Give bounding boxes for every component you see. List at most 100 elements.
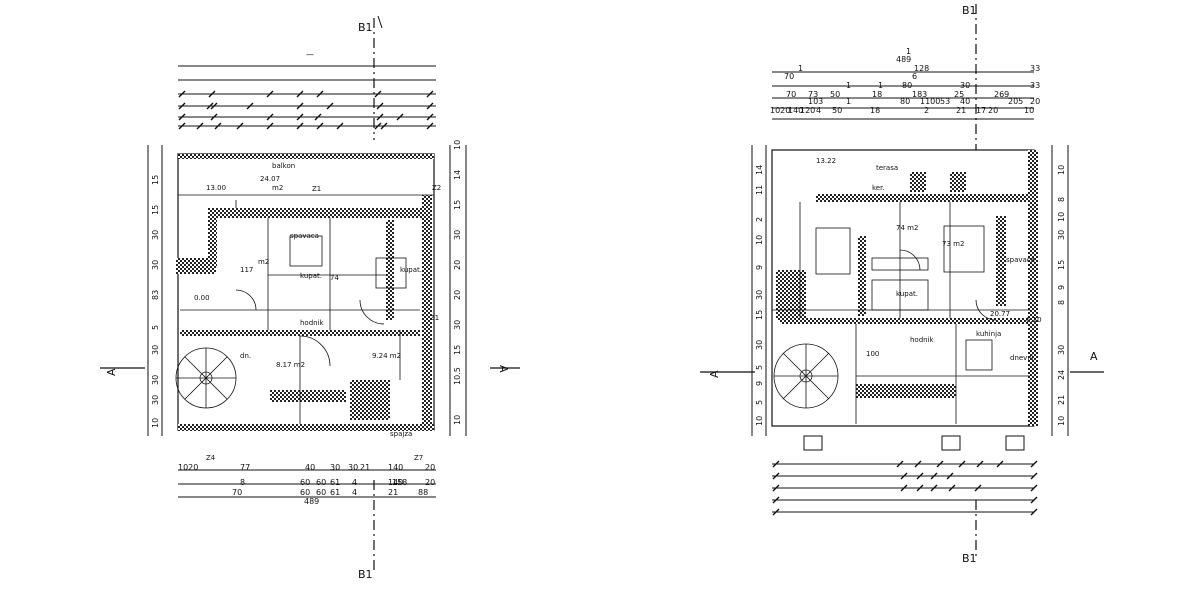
bottom-dimension-value: 8 (240, 478, 245, 487)
dimension-tick (266, 113, 274, 121)
dimension-tick (296, 102, 304, 110)
section-label-right-a-right: A (1090, 350, 1098, 363)
dimension-tick (426, 90, 434, 98)
top-dimension-value: 21 (956, 106, 966, 115)
left-dimension-value: 5 (755, 400, 764, 405)
room-label: Z2 (432, 184, 441, 192)
left-dimension-value: 9 (755, 381, 764, 386)
top-dimension-value: 30 (960, 81, 970, 90)
top-dimension-value: 6 (912, 72, 917, 81)
dimension-tick (236, 122, 244, 130)
dimension-tick (178, 102, 186, 110)
top-dimension-value: 1020 (770, 106, 790, 115)
dimension-tick (296, 113, 304, 121)
bottom-dimension-value: 1020 (178, 463, 198, 472)
bottom-dimension-value: 88 (418, 488, 428, 497)
section-marker-top-left: B1 (358, 15, 383, 140)
right-dimension-value: 15 (453, 345, 462, 355)
room-label: 74 (330, 274, 339, 282)
top-dimension-value: 1 (878, 81, 883, 90)
top-dimension-value: 25 (954, 90, 964, 99)
bottom-dimension-value: 4 (352, 478, 357, 487)
left-dimension-value: 5 (151, 325, 160, 330)
room-label: dnevni (1010, 354, 1034, 362)
dimension-tick (266, 90, 274, 98)
room-label: Z7 (414, 454, 423, 462)
dimension-tick (326, 102, 334, 110)
section-label-bottom-left: B1 (358, 568, 373, 581)
top-dimension-value: 128 (914, 64, 929, 73)
top-dimension-value: 103 (808, 97, 823, 106)
bottom-dimension-value: 60 (316, 488, 326, 497)
left-plan: B1 B1 A A — (100, 15, 520, 581)
section-marker-top-right: B1 (962, 4, 977, 150)
bottom-dimension-value: 4 (352, 488, 357, 497)
top-dimension-value: 120 (800, 106, 815, 115)
dimension-tick (214, 122, 222, 130)
right-dimension-value: 30 (1057, 230, 1066, 240)
left-dimension-value: 15 (755, 310, 764, 320)
dimension-tick (316, 90, 324, 98)
dimension-tick (376, 113, 384, 121)
right-wall-partition (996, 216, 1006, 306)
dimension-tick (896, 460, 904, 468)
dimension-tick (772, 508, 780, 516)
room-label: 117 (240, 266, 253, 274)
bottom-dimension-value: 20 (425, 463, 435, 472)
left-dimension-value: 5 (755, 365, 764, 370)
bottom-dimension-value: 21 (360, 463, 370, 472)
top-dimension-value: 1100 (920, 97, 940, 106)
section-label-top-left: B1 (358, 21, 373, 34)
right-dimension-value: 20 (453, 290, 462, 300)
right-dimension-value: 30 (453, 320, 462, 330)
left-wall-right (422, 195, 432, 425)
bottom-dimension-value: 60 (300, 478, 310, 487)
dimension-tick (946, 472, 954, 480)
left-dimension-value: 10 (151, 418, 160, 428)
room-label: ker. (872, 184, 885, 192)
right-wall-lower-strip (856, 384, 956, 398)
right-dimension-value: 15 (453, 200, 462, 210)
top-dimension-value: 73 (808, 90, 818, 99)
top-dimension-value: 1 (798, 64, 803, 73)
dimension-tick (396, 113, 404, 121)
dimension-tick (426, 113, 434, 121)
left-dimension-value: 30 (755, 290, 764, 300)
top-dimension-value: 140 (788, 106, 803, 115)
top-dimension-value: 489 (896, 55, 911, 64)
dimension-tick (426, 122, 434, 130)
section-label-top-right: B1 (962, 4, 977, 17)
dimension-tick (930, 484, 938, 492)
room-label: kupat. (896, 290, 918, 298)
room-label: 13.00 (206, 184, 226, 192)
left-wall-bottom-strip (270, 390, 346, 402)
dimension-tick (1030, 472, 1038, 480)
dimension-tick (916, 484, 924, 492)
section-label-left-a: A (105, 368, 118, 376)
left-dimension-value: 10 (755, 235, 764, 245)
room-label: 9.24 m2 (372, 352, 401, 360)
top-dimension-value: 269 (994, 90, 1009, 99)
left-dimension-value: 30 (151, 395, 160, 405)
top-dimension-value: 18 (870, 106, 880, 115)
room-label: m2 (272, 184, 283, 192)
dimension-tick (374, 90, 382, 98)
right-dimension-value: 30 (453, 230, 462, 240)
left-wall-inner-block (176, 258, 216, 274)
dimension-tick (1030, 484, 1038, 492)
room-label: Z1 (312, 185, 321, 193)
left-wall-top (178, 154, 434, 159)
right-dimension-value: 10 (1057, 212, 1066, 222)
top-dimension-value: 4 (816, 106, 821, 115)
room-label: spajza (390, 430, 412, 438)
left-dimension-value: 83 (151, 290, 160, 300)
dimension-tick (178, 90, 186, 98)
room-label: terasa (876, 164, 898, 172)
room-label: spavaca (1006, 256, 1035, 264)
room-label: balkon (272, 162, 295, 170)
